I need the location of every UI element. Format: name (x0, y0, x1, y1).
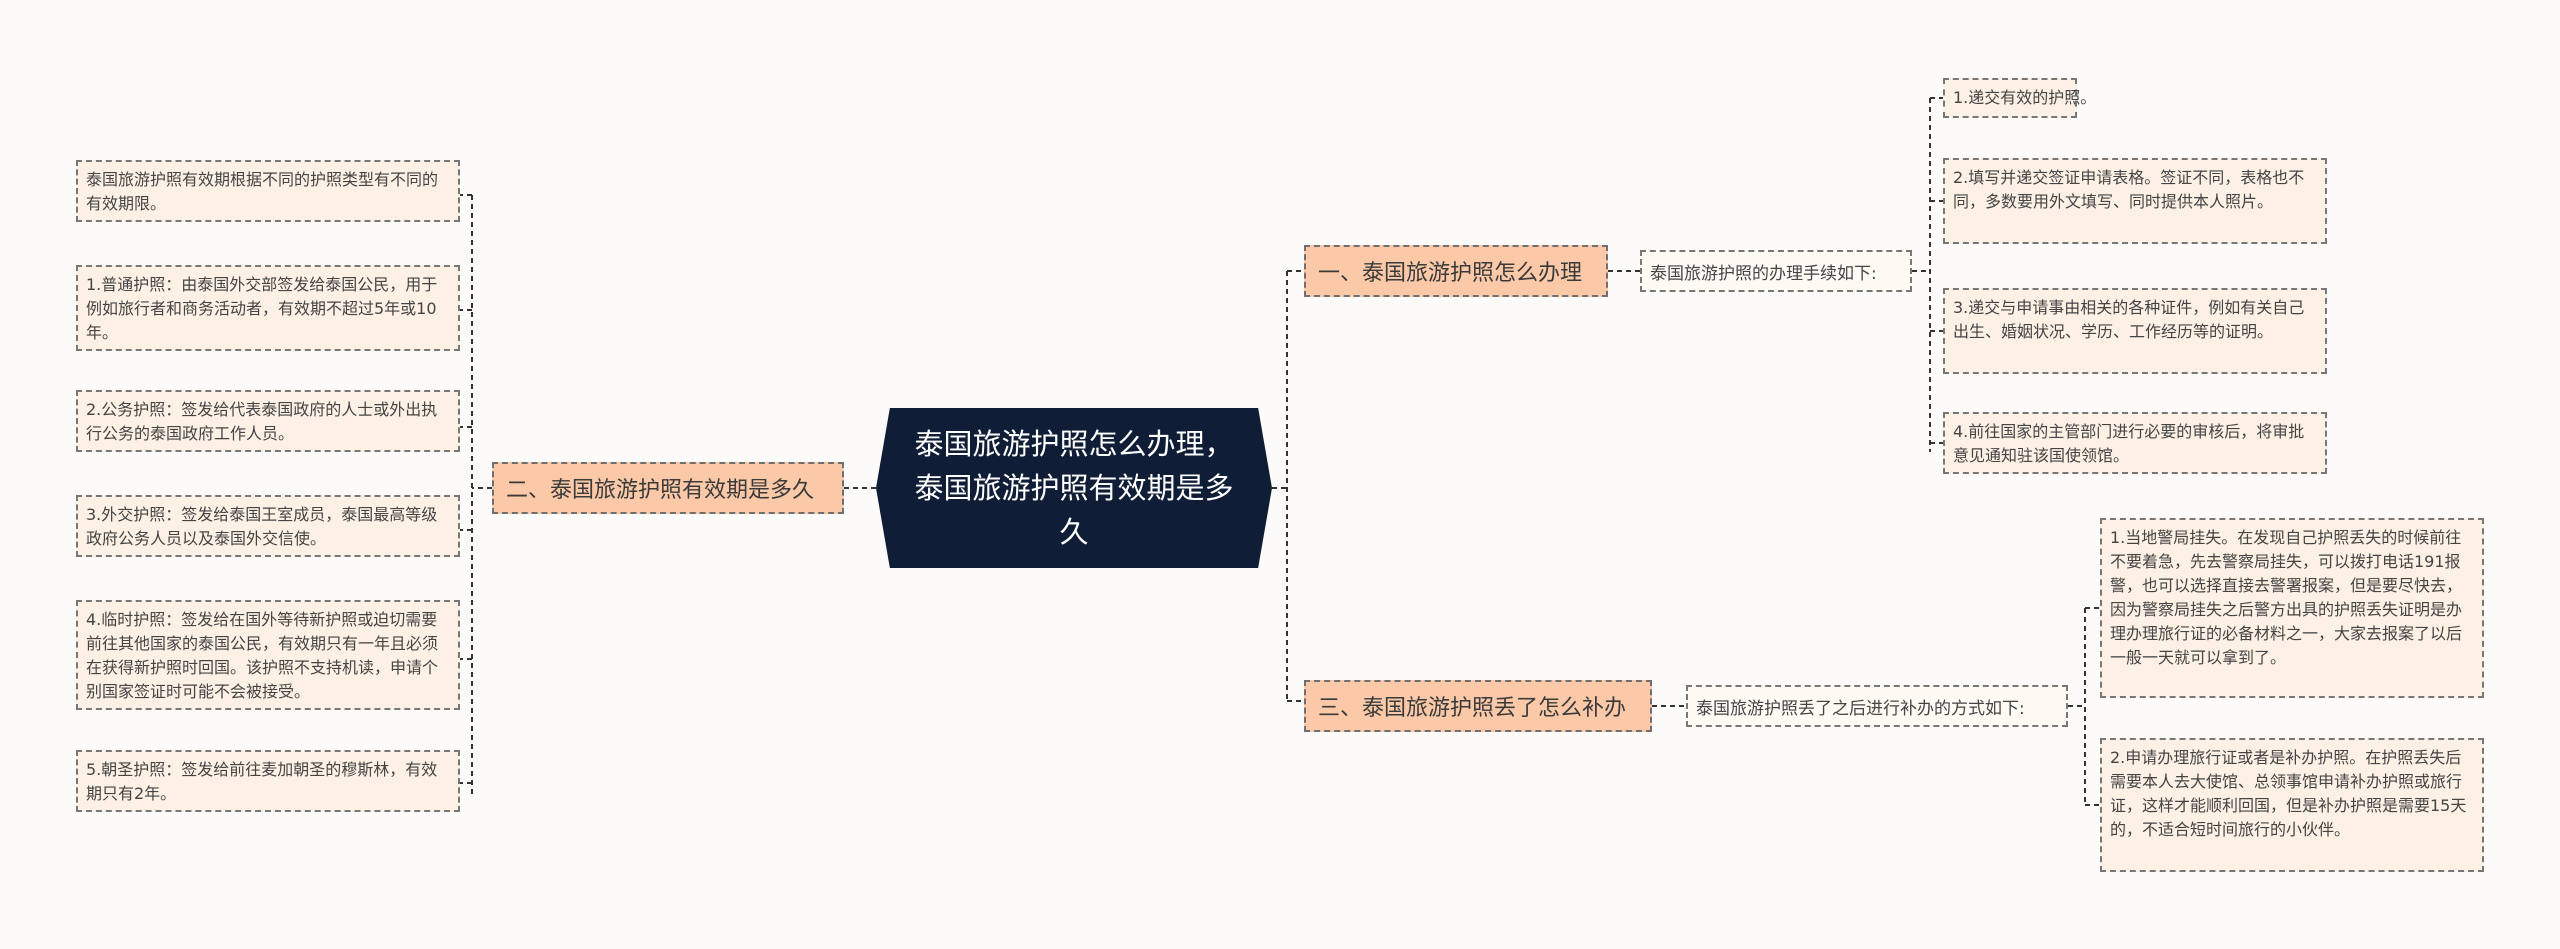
branch-lost-passport[interactable]: 三、泰国旅游护照丢了怎么补办 (1304, 680, 1652, 732)
leaf-apply-travel-document[interactable]: 2.申请办理旅行证或者是补办护照。在护照丢失后需要本人去大使馆、总领事馆申请补办… (2100, 738, 2484, 872)
mid-application-steps[interactable]: 泰国旅游护照的办理手续如下: (1640, 250, 1912, 292)
mid-label: 泰国旅游护照丢了之后进行补办的方式如下: (1696, 698, 2025, 719)
leaf-step-4[interactable]: 4.前往国家的主管部门进行必要的审核后，将审批意见通知驻该国使领馆。 (1943, 412, 2327, 474)
root-title: 泰国旅游护照怎么办理，泰国旅游护照有效期是多久 (914, 427, 1234, 549)
leaf-text: 3.递交与申请事由相关的各种证件，例如有关自己出生、婚姻状况、学历、工作经历等的… (1953, 298, 2305, 341)
leaf-ordinary-passport[interactable]: 1.普通护照：由泰国外交部签发给泰国公民，用于例如旅行者和商务活动者，有效期不超… (76, 265, 460, 351)
branch-label: 三、泰国旅游护照丢了怎么补办 (1318, 696, 1627, 721)
branch-how-to-apply[interactable]: 一、泰国旅游护照怎么办理 (1304, 245, 1608, 297)
leaf-step-2[interactable]: 2.填写并递交签证申请表格。签证不同，表格也不同，多数要用外文填写、同时提供本人… (1943, 158, 2327, 244)
root-topic[interactable]: 泰国旅游护照怎么办理，泰国旅游护照有效期是多久 (876, 408, 1272, 568)
leaf-pilgrim-passport[interactable]: 5.朝圣护照：签发给前往麦加朝圣的穆斯林，有效期只有2年。 (76, 750, 460, 812)
branch-label: 二、泰国旅游护照有效期是多久 (506, 478, 815, 503)
connector-b3-leaves (2068, 607, 2100, 806)
leaf-text: 1.当地警局挂失。在发现自己护照丢失的时候前往不要着急，先去警察局挂失，可以拨打… (2110, 528, 2463, 667)
leaf-text: 2.填写并递交签证申请表格。签证不同，表格也不同，多数要用外文填写、同时提供本人… (1953, 168, 2305, 211)
leaf-text: 3.外交护照：签发给泰国王室成员，泰国最高等级政府公务人员以及泰国外交信使。 (86, 505, 438, 548)
connector-b1-leaves (1912, 97, 1943, 452)
branch-validity-period[interactable]: 二、泰国旅游护照有效期是多久 (492, 462, 844, 514)
connector-b2-leaves (460, 194, 492, 795)
leaf-validity-intro[interactable]: 泰国旅游护照有效期根据不同的护照类型有不同的有效期限。 (76, 160, 460, 222)
leaf-text: 2.公务护照：签发给代表泰国政府的人士或外出执行公务的泰国政府工作人员。 (86, 400, 438, 443)
leaf-diplomatic-passport[interactable]: 3.外交护照：签发给泰国王室成员，泰国最高等级政府公务人员以及泰国外交信使。 (76, 495, 460, 557)
branch-label: 一、泰国旅游护照怎么办理 (1318, 261, 1583, 286)
leaf-step-3[interactable]: 3.递交与申请事由相关的各种证件，例如有关自己出生、婚姻状况、学历、工作经历等的… (1943, 288, 2327, 374)
leaf-text: 2.申请办理旅行证或者是补办护照。在护照丢失后需要本人去大使馆、总领事馆申请补办… (2110, 748, 2467, 839)
leaf-text: 1.递交有效的护照。 (1953, 88, 2097, 107)
leaf-step-1[interactable]: 1.递交有效的护照。 (1943, 78, 2096, 118)
leaf-report-to-police[interactable]: 1.当地警局挂失。在发现自己护照丢失的时候前往不要着急，先去警察局挂失，可以拨打… (2100, 518, 2484, 698)
leaf-temporary-passport[interactable]: 4.临时护照：签发给在国外等待新护照或迫切需要前往其他国家的泰国公民，有效期只有… (76, 600, 460, 710)
leaf-text: 泰国旅游护照有效期根据不同的护照类型有不同的有效期限。 (86, 170, 439, 213)
mid-reissue-methods[interactable]: 泰国旅游护照丢了之后进行补办的方式如下: (1686, 685, 2068, 727)
leaf-text: 4.临时护照：签发给在国外等待新护照或迫切需要前往其他国家的泰国公民，有效期只有… (86, 610, 439, 701)
connector-root-right (1272, 270, 1304, 702)
leaf-text: 5.朝圣护照：签发给前往麦加朝圣的穆斯林，有效期只有2年。 (86, 760, 438, 803)
leaf-official-passport[interactable]: 2.公务护照：签发给代表泰国政府的人士或外出执行公务的泰国政府工作人员。 (76, 390, 460, 452)
leaf-text: 4.前往国家的主管部门进行必要的审核后，将审批意见通知驻该国使领馆。 (1953, 422, 2305, 465)
leaf-text: 1.普通护照：由泰国外交部签发给泰国公民，用于例如旅行者和商务活动者，有效期不超… (86, 275, 438, 342)
mid-label: 泰国旅游护照的办理手续如下: (1650, 263, 1877, 284)
